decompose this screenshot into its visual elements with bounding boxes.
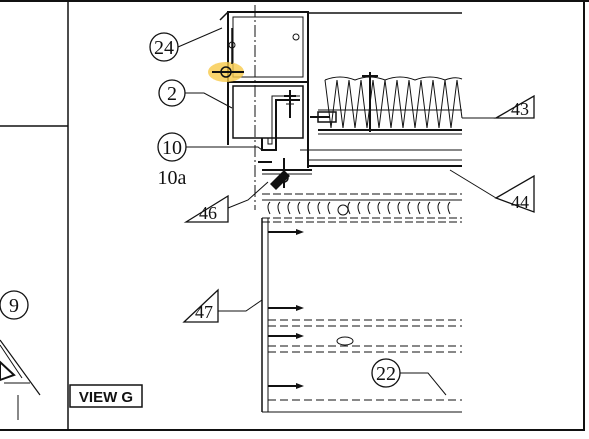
callout-10a-label: 10a <box>158 167 187 189</box>
insulation-batt <box>310 72 463 135</box>
callout-24-label: 24 <box>154 37 174 59</box>
callout-44-label: 44 <box>511 192 529 212</box>
callout-46: 46 <box>183 194 229 223</box>
deck-lines <box>262 149 462 175</box>
highlight-bolt <box>208 11 244 82</box>
callout-2-label: 2 <box>167 83 177 105</box>
angle-clip <box>258 158 290 190</box>
callout-47-label: 47 <box>195 302 213 322</box>
lower-wall-panel <box>261 193 462 413</box>
view-label: VIEW G <box>79 389 133 406</box>
left-partial-detail <box>0 290 41 420</box>
callout-9-circle <box>0 290 29 320</box>
callout-10-label: 10 <box>162 137 182 159</box>
leader-lines <box>177 27 497 396</box>
callout-10: 10 <box>157 132 187 162</box>
callout-46-label: 46 <box>199 203 217 223</box>
callout-44: 44 <box>494 174 535 213</box>
view-label-box: VIEW G <box>69 384 143 408</box>
callout-24: 24 <box>149 32 179 62</box>
callout-22-label: 22 <box>376 363 396 385</box>
callout-9-label: 9 <box>9 295 19 317</box>
callout-43: 43 <box>493 94 535 119</box>
upper-frame-profile <box>227 11 309 168</box>
callout-47: 47 <box>182 288 219 323</box>
callout-22: 22 <box>371 358 401 388</box>
callout-2: 2 <box>158 79 186 107</box>
callout-43-label: 43 <box>511 99 529 119</box>
